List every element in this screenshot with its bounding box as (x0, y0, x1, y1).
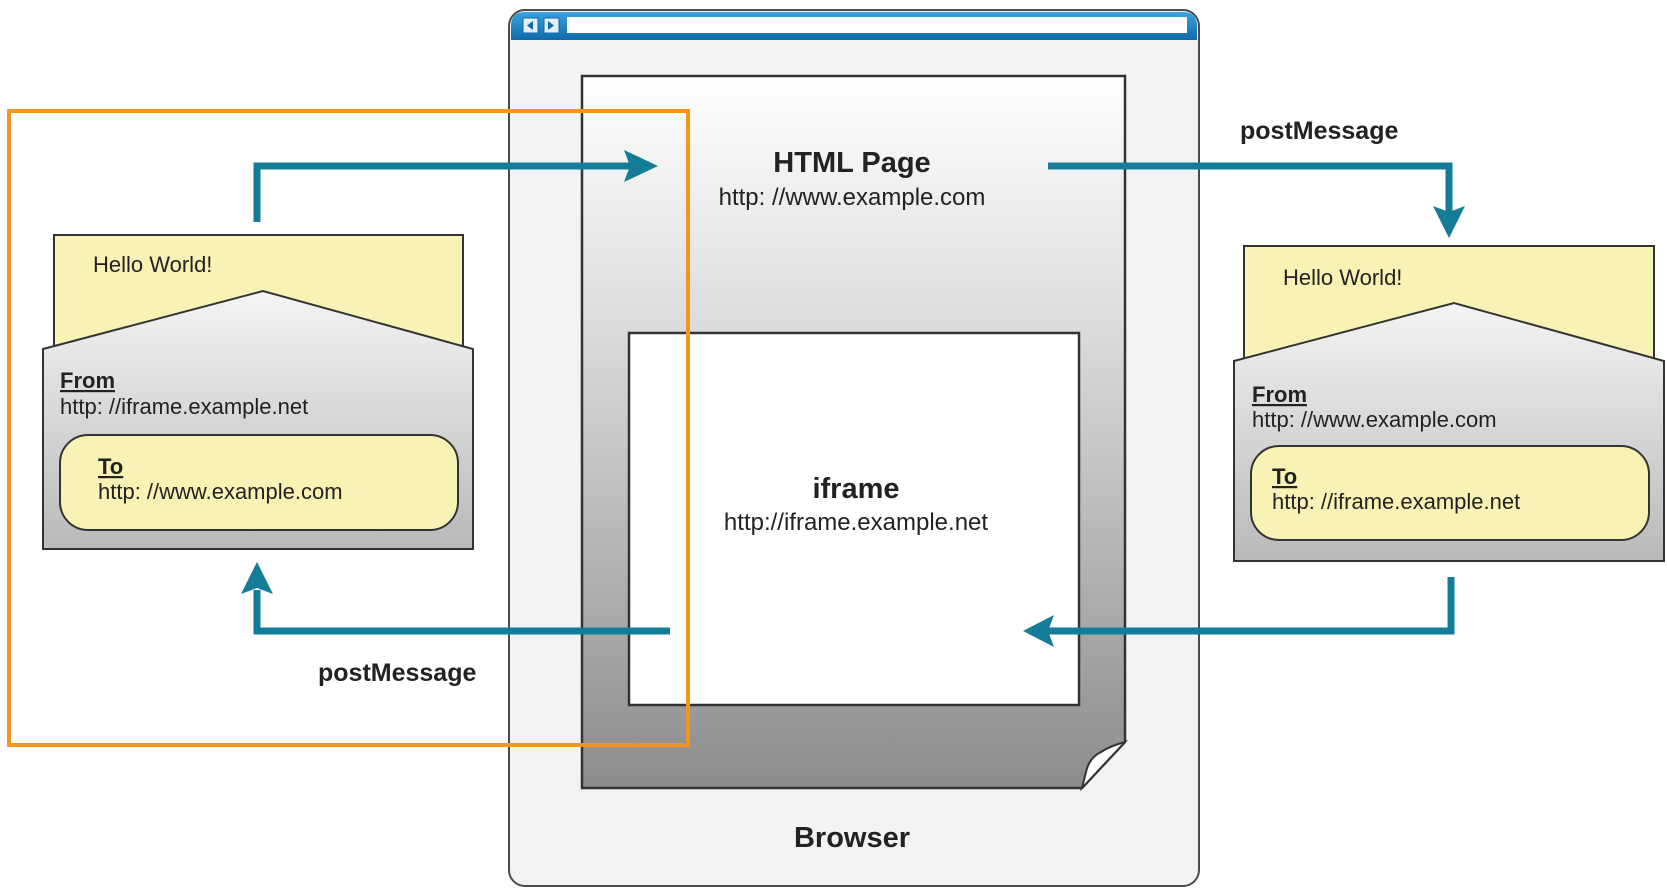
left-from-label: From (60, 368, 115, 393)
left-envelope (42, 234, 474, 550)
right-from-url: http: //www.example.com (1252, 407, 1497, 432)
arrow-head-iframe-to-left (241, 562, 273, 594)
left-to-url: http: //www.example.com (98, 479, 343, 504)
arrow-head-left-to-html-page (624, 150, 658, 182)
html-page-url: http: //www.example.com (719, 184, 986, 211)
arrow-iframe-to-left (253, 590, 670, 635)
left-from-url: http: //iframe.example.net (60, 394, 308, 419)
browser-address-bar[interactable] (567, 17, 1187, 33)
left-to-panel (59, 434, 459, 531)
arrow-head-html-page-to-right (1433, 206, 1465, 238)
page-curl-icon (1080, 740, 1129, 792)
browser-forward-icon[interactable] (543, 17, 560, 34)
html-page-title: HTML Page (773, 147, 930, 179)
right-from-label: From (1252, 382, 1307, 407)
right-to-panel (1250, 445, 1650, 541)
arrow-html-page-to-right (1048, 162, 1453, 212)
browser-label: Browser (794, 822, 910, 854)
postmessage-label-top: postMessage (1240, 117, 1398, 145)
iframe-box (627, 331, 1081, 707)
left-to-label: To (98, 454, 123, 479)
right-envelope (1233, 245, 1665, 562)
iframe-url: http://iframe.example.net (724, 509, 988, 536)
browser-back-icon[interactable] (522, 17, 539, 34)
arrow-right-to-iframe (1048, 577, 1455, 635)
arrow-left-to-html-page (253, 162, 630, 222)
right-to-label: To (1272, 464, 1297, 489)
right-letter-text: Hello World! (1283, 265, 1402, 290)
highlight-frame (7, 109, 690, 747)
postmessage-label-bottom: postMessage (318, 659, 476, 687)
iframe-title: iframe (812, 473, 899, 505)
right-to-url: http: //iframe.example.net (1272, 489, 1520, 514)
arrow-head-right-to-iframe (1023, 615, 1054, 647)
left-letter-text: Hello World! (93, 252, 212, 277)
